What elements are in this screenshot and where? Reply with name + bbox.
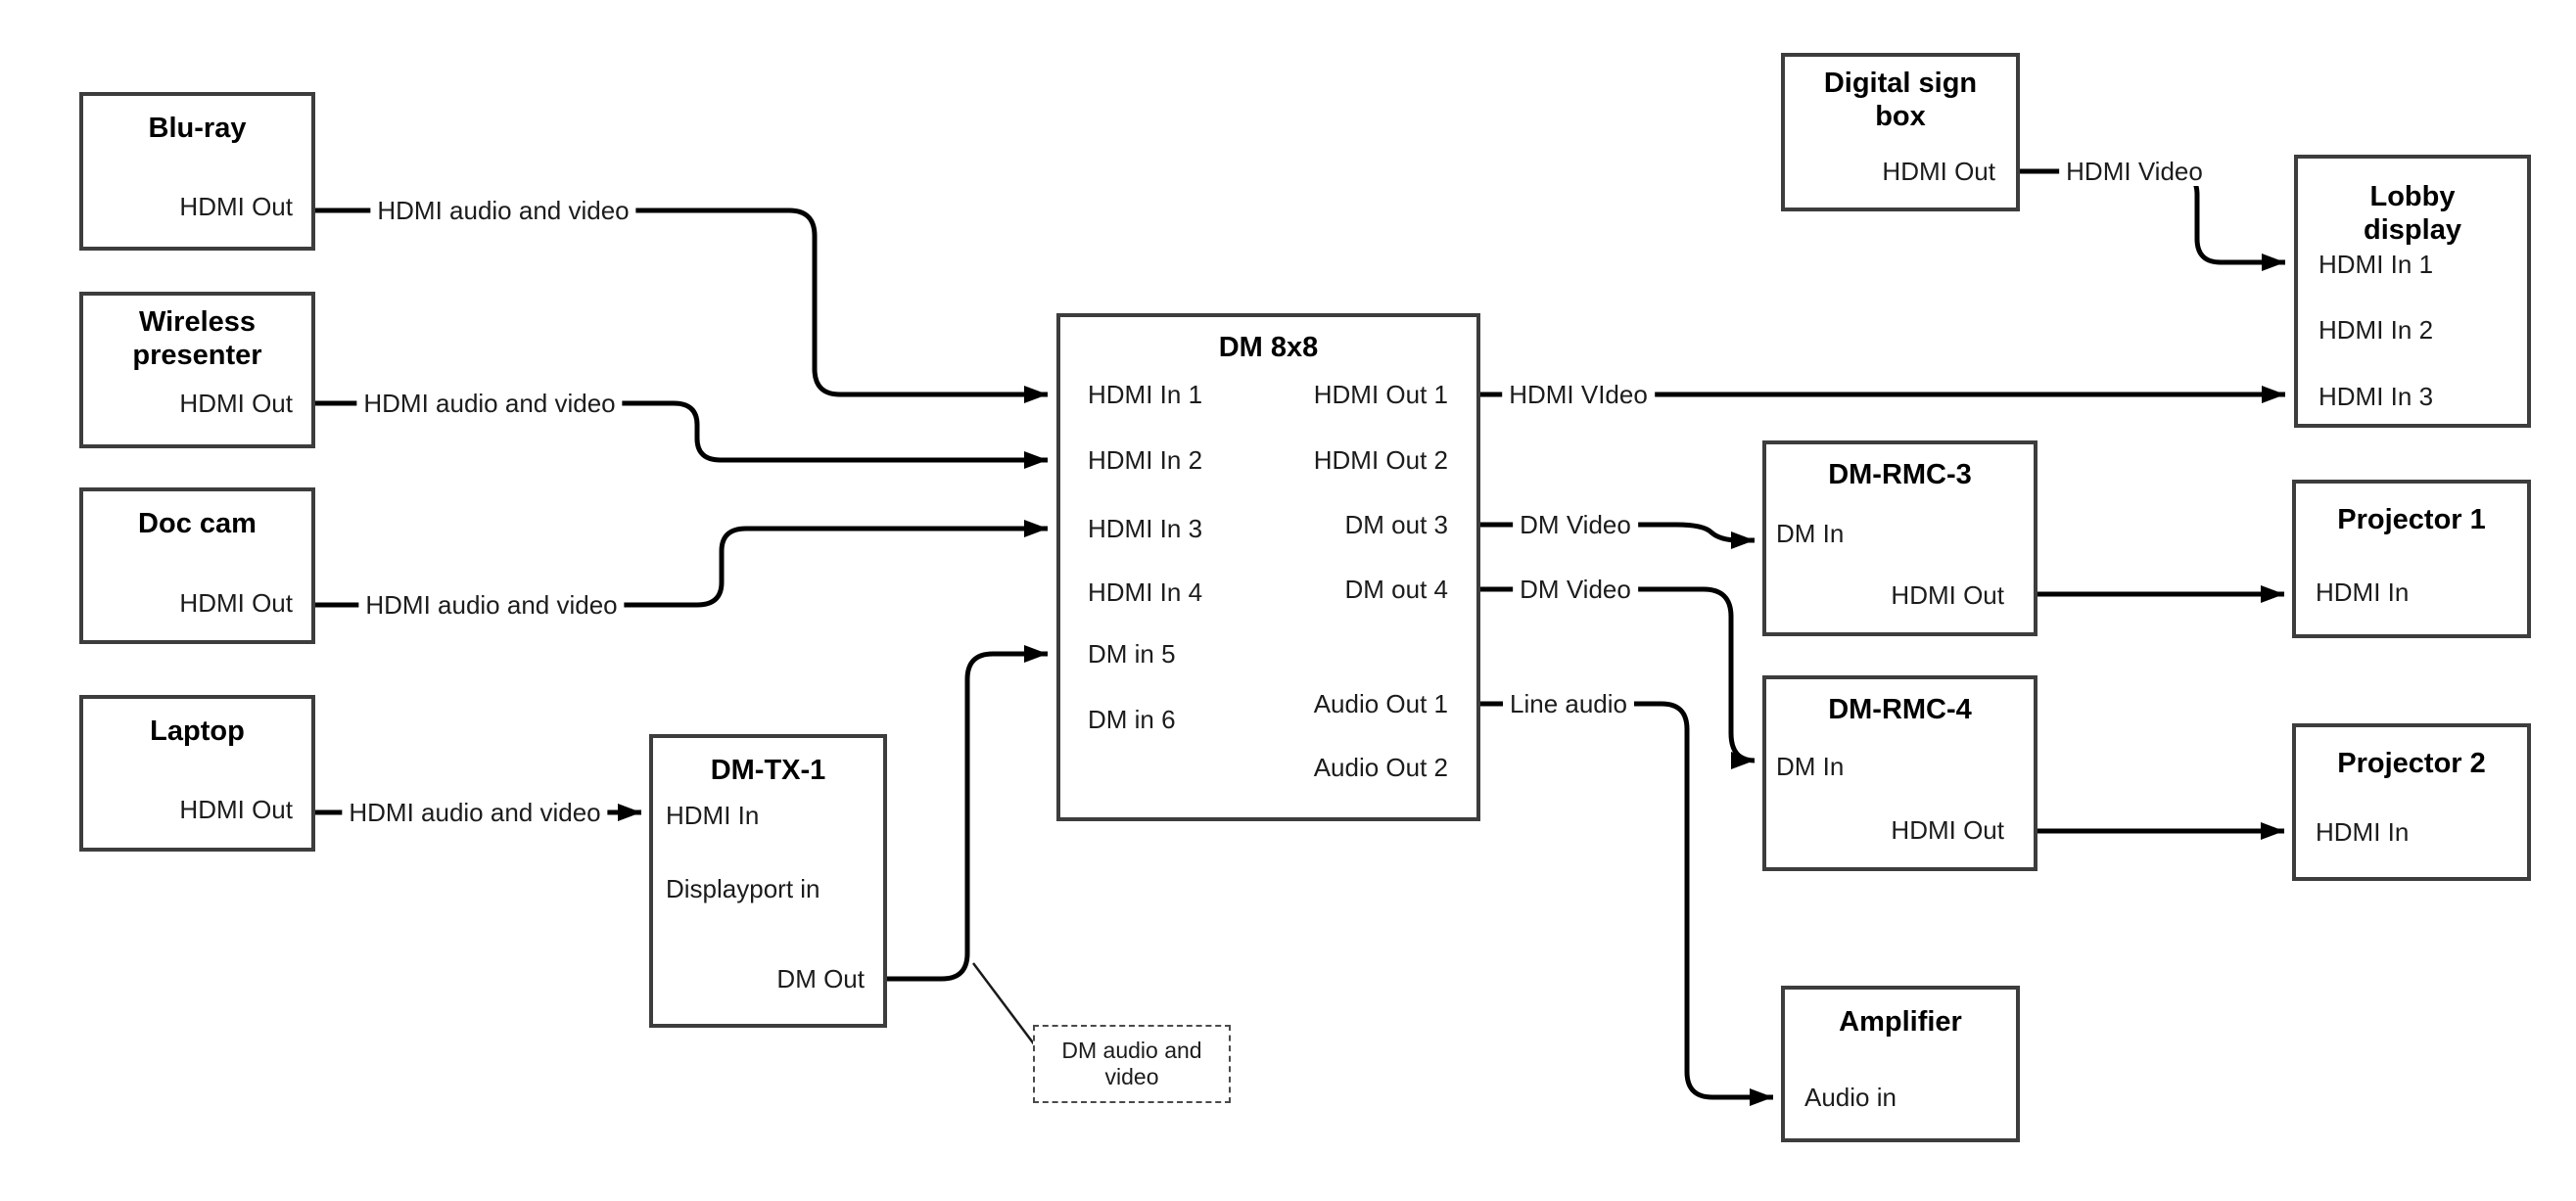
port-dm8x8-audio-out-1: Audio Out 1 bbox=[1313, 689, 1448, 718]
node-digital-sign-box: Digital sign box HDMI Out bbox=[1781, 53, 2020, 211]
node-dm8x8-title: DM 8x8 bbox=[1218, 332, 1319, 363]
wire-label-doccam: HDMI audio and video bbox=[358, 590, 625, 620]
port-wireless-hdmi-out: HDMI Out bbox=[179, 389, 293, 418]
node-doccam-title: Doc cam bbox=[138, 508, 257, 539]
node-proj2-title: Projector 2 bbox=[2337, 748, 2486, 779]
wire-label-hdmi-video-out1: HDMI VIdeo bbox=[1502, 380, 1655, 409]
node-wireless-title: Wireless presenter bbox=[132, 306, 262, 371]
port-dm8x8-dm-out-4: DM out 4 bbox=[1344, 575, 1449, 604]
port-dm8x8-hdmi-in-4: HDMI In 4 bbox=[1088, 577, 1203, 607]
port-dm8x8-audio-out-2: Audio Out 2 bbox=[1313, 753, 1448, 782]
node-bluray: Blu-ray HDMI Out bbox=[79, 92, 315, 251]
wire-label-laptop: HDMI audio and video bbox=[342, 798, 608, 827]
wire-dm8x8-out4-to-rmc4 bbox=[1480, 586, 1756, 769]
node-dm-rmc-3: DM-RMC-3 DM In HDMI Out bbox=[1762, 440, 2037, 636]
node-dm-rmc-4: DM-RMC-4 DM In HDMI Out bbox=[1762, 675, 2037, 871]
port-dm8x8-hdmi-in-3: HDMI In 3 bbox=[1088, 514, 1203, 543]
wire-label-hdmi-video-sign: HDMI Video bbox=[2059, 157, 2210, 186]
port-dm8x8-dm-in-6: DM in 6 bbox=[1088, 705, 1176, 734]
port-dm8x8-dm-in-5: DM in 5 bbox=[1088, 639, 1176, 669]
node-sign-title: Digital sign box bbox=[1823, 68, 1978, 132]
port-rmc4-dm-in: DM In bbox=[1776, 752, 1845, 781]
port-rmc3-dm-in: DM In bbox=[1776, 519, 1845, 548]
port-rmc4-hdmi-out: HDMI Out bbox=[1891, 815, 2004, 845]
wire-label-dm-video-out4: DM Video bbox=[1513, 575, 1638, 604]
node-rmc4-title: DM-RMC-4 bbox=[1828, 694, 1972, 725]
node-rmc3-title: DM-RMC-3 bbox=[1828, 459, 1972, 490]
port-amp-audio-in: Audio in bbox=[1804, 1083, 1897, 1112]
wire-label-dm-video-out3: DM Video bbox=[1513, 510, 1638, 539]
node-laptop-title: Laptop bbox=[150, 716, 245, 747]
wire-doccam-to-dm8x8-in3 bbox=[315, 520, 1048, 608]
port-lobby-hdmi-in-1: HDMI In 1 bbox=[2318, 250, 2434, 279]
node-doc-cam: Doc cam HDMI Out bbox=[79, 487, 315, 644]
port-laptop-hdmi-out: HDMI Out bbox=[179, 795, 293, 824]
node-amp-title: Amplifier bbox=[1839, 1006, 1962, 1038]
port-doccam-hdmi-out: HDMI Out bbox=[179, 588, 293, 618]
node-laptop: Laptop HDMI Out bbox=[79, 695, 315, 852]
wire-label-bluray: HDMI audio and video bbox=[370, 196, 636, 225]
node-proj1-title: Projector 1 bbox=[2337, 504, 2486, 535]
port-proj1-hdmi-in: HDMI In bbox=[2316, 577, 2410, 607]
wire-label-wireless: HDMI audio and video bbox=[356, 389, 623, 418]
port-rmc3-hdmi-out: HDMI Out bbox=[1891, 580, 2004, 610]
port-dm8x8-hdmi-in-1: HDMI In 1 bbox=[1088, 380, 1203, 409]
node-projector-2: Projector 2 HDMI In bbox=[2292, 723, 2531, 881]
callout-dm-audio-video: DM audio and video bbox=[1033, 1025, 1231, 1103]
port-lobby-hdmi-in-3: HDMI In 3 bbox=[2318, 382, 2434, 411]
port-bluray-hdmi-out: HDMI Out bbox=[179, 192, 293, 221]
node-lobby-display: Lobby display HDMI In 1 HDMI In 2 HDMI I… bbox=[2294, 155, 2531, 428]
port-dmtx1-hdmi-in: HDMI In bbox=[666, 801, 760, 830]
node-projector-1: Projector 1 HDMI In bbox=[2292, 480, 2531, 638]
node-lobby-title: Lobby display bbox=[2364, 181, 2461, 246]
port-dmtx1-displayport-in: Displayport in bbox=[666, 874, 820, 903]
callout-text: DM audio and video bbox=[1061, 1038, 1202, 1089]
callout-leader-line bbox=[972, 962, 1036, 1046]
node-dmtx1-title: DM-TX-1 bbox=[710, 755, 826, 786]
node-amplifier: Amplifier Audio in bbox=[1781, 986, 2020, 1142]
node-dm-tx-1: DM-TX-1 HDMI In Displayport in DM Out bbox=[649, 734, 887, 1028]
wire-dmtx1-to-dm8x8-in5 bbox=[887, 645, 1048, 982]
node-bluray-title: Blu-ray bbox=[148, 113, 247, 144]
port-proj2-hdmi-in: HDMI In bbox=[2316, 817, 2410, 847]
wire-label-line-audio: Line audio bbox=[1503, 689, 1634, 718]
port-lobby-hdmi-in-2: HDMI In 2 bbox=[2318, 315, 2434, 345]
port-dm8x8-hdmi-in-2: HDMI In 2 bbox=[1088, 445, 1203, 475]
wire-dm8x8-out3-to-rmc3 bbox=[1480, 522, 1755, 549]
port-sign-hdmi-out: HDMI Out bbox=[1882, 157, 1995, 186]
port-dm8x8-dm-out-3: DM out 3 bbox=[1344, 510, 1449, 539]
wire-wireless-to-dm8x8-in2 bbox=[315, 400, 1048, 469]
node-wireless-presenter: Wireless presenter HDMI Out bbox=[79, 292, 315, 448]
node-dm-8x8: DM 8x8 HDMI In 1 HDMI In 2 HDMI In 3 HDM… bbox=[1056, 313, 1480, 821]
port-dm8x8-hdmi-out-2: HDMI Out 2 bbox=[1313, 445, 1448, 475]
wire-bluray-to-dm8x8-in1 bbox=[315, 208, 1048, 403]
port-dmtx1-dm-out: DM Out bbox=[776, 964, 865, 993]
wire-dm8x8-audio1-to-amp bbox=[1480, 701, 1773, 1106]
port-dm8x8-hdmi-out-1: HDMI Out 1 bbox=[1313, 380, 1448, 409]
